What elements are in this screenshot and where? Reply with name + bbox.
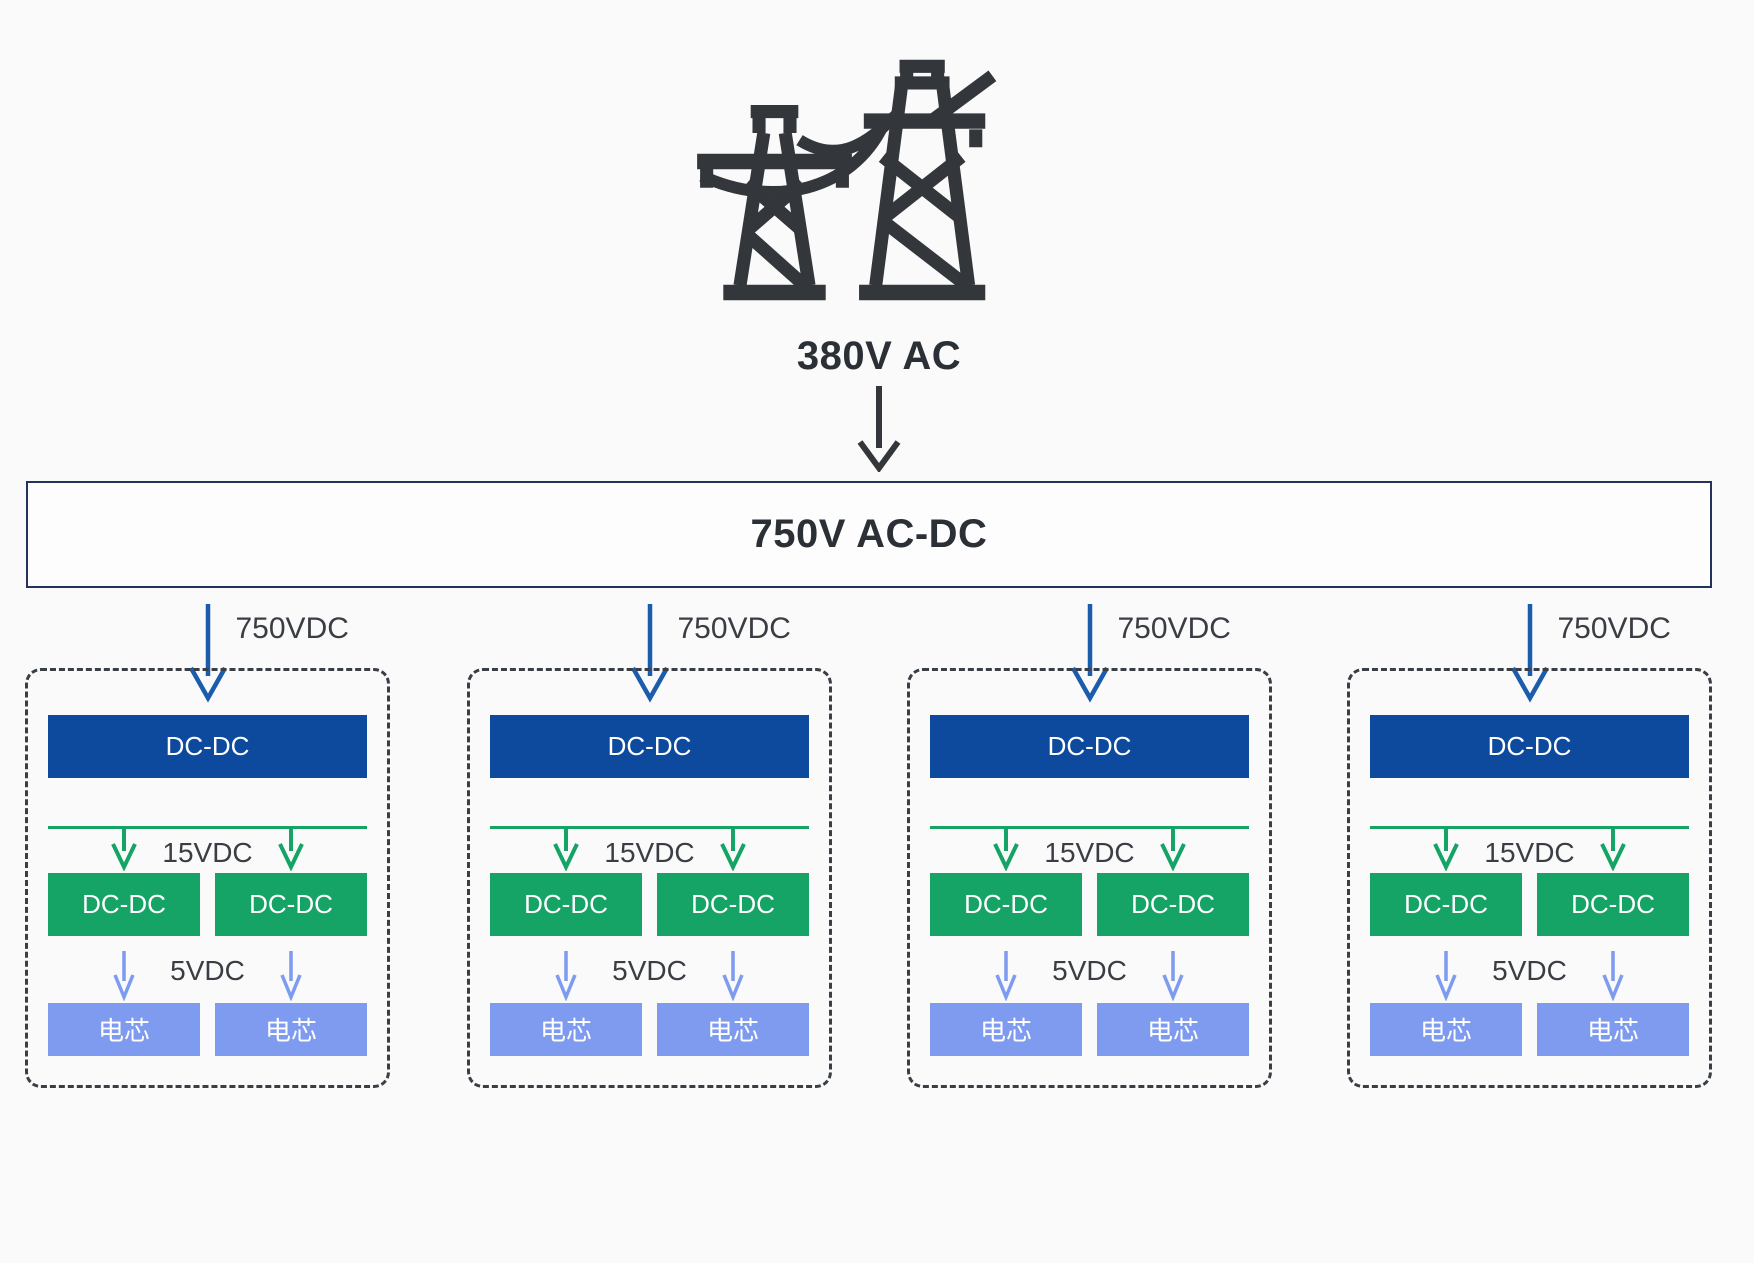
mid-arrow-icon <box>1433 827 1459 871</box>
cell-label: 电芯 <box>539 1016 592 1046</box>
mid-dcdc-box: DC-DC <box>48 873 200 936</box>
cell-label: 电芯 <box>1146 1016 1199 1046</box>
cell-label: 电芯 <box>264 1016 317 1046</box>
converter-group-1: 750VDC DC-DC 15VDC DC-DC DC-DC <box>25 588 390 1098</box>
primary-dcdc-label: DC-DC <box>1047 731 1132 761</box>
cell-box: 电芯 <box>1097 1003 1249 1056</box>
cell-box: 电芯 <box>1370 1003 1522 1056</box>
cell-box: 电芯 <box>930 1003 1082 1056</box>
mid-voltage-label: 15VDC <box>604 837 695 868</box>
cell-box: 电芯 <box>657 1003 809 1056</box>
low-voltage-label: 5VDC <box>612 955 687 986</box>
mid-bus-line <box>930 826 1249 829</box>
grid-voltage-label: 380V AC <box>796 334 962 378</box>
primary-dcdc-box: DC-DC <box>48 715 367 778</box>
group-boundary-box: DC-DC 15VDC DC-DC DC-DC 5VDC <box>467 668 832 1088</box>
mid-voltage-label: 15VDC <box>162 837 253 868</box>
low-voltage-label: 5VDC <box>1052 955 1127 986</box>
cell-label: 电芯 <box>1419 1016 1472 1046</box>
group-boundary-box: DC-DC 15VDC DC-DC DC-DC 5VDC <box>25 668 390 1088</box>
mid-bus-line <box>490 826 809 829</box>
mid-dcdc-box: DC-DC <box>657 873 809 936</box>
cell-label: 电芯 <box>706 1016 759 1046</box>
mid-bus-line <box>1370 826 1689 829</box>
mid-dcdc-label: DC-DC <box>1571 889 1655 919</box>
ac-dc-converter-label: 750V AC-DC <box>750 512 988 556</box>
primary-dcdc-box: DC-DC <box>930 715 1249 778</box>
feed-arrow-icon <box>1070 604 1109 703</box>
feed-voltage-label: 750VDC <box>677 612 791 645</box>
feed-voltage-label: 750VDC <box>235 612 349 645</box>
converter-group-2: 750VDC DC-DC 15VDC DC-DC DC-DC <box>467 588 832 1098</box>
mid-dcdc-label: DC-DC <box>82 889 166 919</box>
mid-dcdc-label: DC-DC <box>691 889 775 919</box>
mid-dcdc-box: DC-DC <box>1370 873 1522 936</box>
low-arrow-icon <box>113 951 135 1001</box>
cell-box: 电芯 <box>1537 1003 1689 1056</box>
low-arrow-icon <box>1602 951 1624 1001</box>
cell-box: 电芯 <box>215 1003 367 1056</box>
mid-arrow-icon <box>553 827 579 871</box>
mid-dcdc-box: DC-DC <box>1097 873 1249 936</box>
transmission-towers-icon <box>697 59 997 301</box>
converter-group-4: 750VDC DC-DC 15VDC DC-DC DC-DC <box>1347 588 1712 1098</box>
feed-voltage-label: 750VDC <box>1117 612 1231 645</box>
mid-dcdc-box: DC-DC <box>1537 873 1689 936</box>
mid-dcdc-label: DC-DC <box>1404 889 1488 919</box>
primary-dcdc-box: DC-DC <box>1370 715 1689 778</box>
primary-dcdc-label: DC-DC <box>1487 731 1572 761</box>
cell-label: 电芯 <box>1586 1016 1639 1046</box>
mid-arrow-icon <box>993 827 1019 871</box>
feed-arrow-icon <box>188 604 227 703</box>
cell-label: 电芯 <box>97 1016 150 1046</box>
mid-dcdc-box: DC-DC <box>215 873 367 936</box>
cell-label: 电芯 <box>979 1016 1032 1046</box>
mid-dcdc-label: DC-DC <box>524 889 608 919</box>
mid-arrow-icon <box>1600 827 1626 871</box>
mid-dcdc-label: DC-DC <box>964 889 1048 919</box>
low-arrow-icon <box>1162 951 1184 1001</box>
mid-arrow-icon <box>278 827 304 871</box>
mid-voltage-label: 15VDC <box>1044 837 1135 868</box>
primary-dcdc-label: DC-DC <box>165 731 250 761</box>
low-arrow-icon <box>555 951 577 1001</box>
cell-box: 电芯 <box>48 1003 200 1056</box>
low-voltage-label: 5VDC <box>1492 955 1567 986</box>
mid-arrow-icon <box>1160 827 1186 871</box>
low-voltage-label: 5VDC <box>170 955 245 986</box>
group-boundary-box: DC-DC 15VDC DC-DC DC-DC 5VDC <box>1347 668 1712 1088</box>
mid-dcdc-label: DC-DC <box>249 889 333 919</box>
cell-box: 电芯 <box>490 1003 642 1056</box>
mid-voltage-label: 15VDC <box>1484 837 1575 868</box>
group-boundary-box: DC-DC 15VDC DC-DC DC-DC 5VDC <box>907 668 1272 1088</box>
mid-bus-line <box>48 826 367 829</box>
feed-voltage-label: 750VDC <box>1557 612 1671 645</box>
low-arrow-icon <box>280 951 302 1001</box>
mid-arrow-icon <box>111 827 137 871</box>
mid-dcdc-box: DC-DC <box>490 873 642 936</box>
low-arrow-icon <box>995 951 1017 1001</box>
mid-dcdc-box: DC-DC <box>930 873 1082 936</box>
low-arrow-icon <box>1435 951 1457 1001</box>
converter-group-3: 750VDC DC-DC 15VDC DC-DC DC-DC <box>907 588 1272 1098</box>
grid-down-arrow-icon <box>857 386 901 472</box>
ac-dc-converter-box: 750V AC-DC <box>26 481 1712 588</box>
mid-arrow-icon <box>720 827 746 871</box>
primary-dcdc-box: DC-DC <box>490 715 809 778</box>
low-arrow-icon <box>722 951 744 1001</box>
mid-dcdc-label: DC-DC <box>1131 889 1215 919</box>
feed-arrow-icon <box>630 604 669 703</box>
primary-dcdc-label: DC-DC <box>607 731 692 761</box>
feed-arrow-icon <box>1510 604 1549 703</box>
